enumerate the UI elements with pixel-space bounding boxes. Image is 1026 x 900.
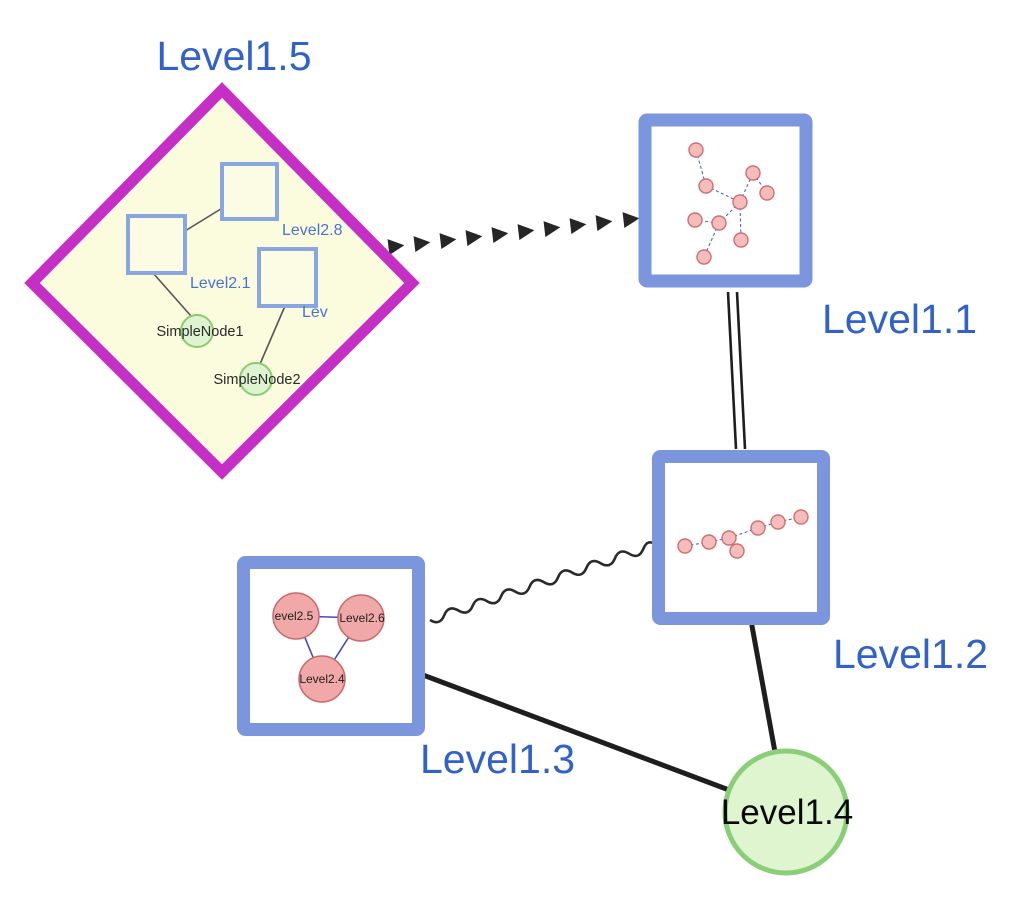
level11-label: Level1.1 <box>822 296 977 342</box>
mini-node[interactable] <box>711 215 727 231</box>
mini-node[interactable] <box>793 509 809 525</box>
node-level26[interactable] <box>337 594 385 642</box>
edge-level12-level14[interactable] <box>749 623 778 755</box>
edge-line <box>735 291 747 450</box>
mini-node[interactable] <box>701 534 717 550</box>
mini-node[interactable] <box>759 185 775 201</box>
level12-square[interactable] <box>652 450 830 625</box>
mini-node[interactable] <box>729 543 745 559</box>
edge-level13-level12[interactable] <box>429 540 657 624</box>
level11-square[interactable] <box>638 113 813 288</box>
level26-label: Level2.6 <box>339 611 385 625</box>
mini-node[interactable] <box>770 514 786 530</box>
edge-line <box>726 291 738 450</box>
level15-label: Level1.5 <box>156 33 311 79</box>
node-level14[interactable]: Level1.4 <box>721 748 853 876</box>
mini-node[interactable] <box>696 249 712 265</box>
level11-subgraph <box>687 142 775 265</box>
edge-level15-level11[interactable] <box>387 212 640 256</box>
node-level13[interactable]: evel2.5 Level2.6 Level2.4 Level1.3 <box>237 556 576 783</box>
node-level11[interactable]: Level1.1 <box>638 113 977 342</box>
mini-node[interactable] <box>721 530 737 546</box>
level13-label: Level1.3 <box>420 736 575 782</box>
mini-node[interactable] <box>688 142 704 158</box>
level25-label: evel2.5 <box>275 609 314 623</box>
level14-circle[interactable] <box>722 748 850 876</box>
simplenode2-label: SimpleNode2 <box>213 372 300 388</box>
node-level25[interactable] <box>272 592 320 640</box>
level14-label: Level1.4 <box>721 793 853 832</box>
node-simplenode2[interactable] <box>239 362 273 396</box>
node-simplenode1[interactable] <box>180 314 214 348</box>
inner-edge-level21-level28[interactable] <box>184 206 225 232</box>
level21-label: Level2.1 <box>190 275 251 292</box>
level24-label: Level2.4 <box>299 672 345 686</box>
simplenode1-label: SimpleNode1 <box>156 324 243 340</box>
node-level28[interactable] <box>220 162 279 221</box>
edge-layer <box>387 212 778 793</box>
node-level12[interactable]: Level1.2 <box>652 450 989 678</box>
node-level24[interactable] <box>298 655 346 703</box>
mini-edge[interactable] <box>752 172 768 194</box>
node-lev[interactable] <box>257 247 318 308</box>
edge-level13-level14[interactable] <box>420 672 732 793</box>
mini-node[interactable] <box>733 232 749 248</box>
level28-label: Level2.8 <box>282 222 343 239</box>
mini-node[interactable] <box>687 212 703 228</box>
inner-edge-lev-simplenode2[interactable] <box>259 305 286 365</box>
mini-node[interactable] <box>732 194 748 210</box>
level15-diamond[interactable] <box>24 82 420 480</box>
level13-square[interactable] <box>237 556 425 736</box>
mini-node[interactable] <box>745 165 761 181</box>
mini-node[interactable] <box>698 178 714 194</box>
mini-edge[interactable] <box>694 219 720 224</box>
mini-edge[interactable] <box>684 541 710 547</box>
lev-label: Lev <box>302 304 328 321</box>
mini-node[interactable] <box>677 538 693 554</box>
node-level21[interactable] <box>126 214 187 275</box>
level12-subgraph <box>677 509 809 559</box>
mini-node[interactable] <box>750 520 766 536</box>
mini-edge[interactable] <box>777 516 802 523</box>
node-level15[interactable]: Level2.8 Level2.1 Lev SimpleNode1 Simple… <box>24 33 420 480</box>
level12-label: Level1.2 <box>833 631 988 677</box>
edge-level11-level12[interactable] <box>726 291 747 450</box>
inner-edge-level21-simplenode1[interactable] <box>152 272 192 317</box>
